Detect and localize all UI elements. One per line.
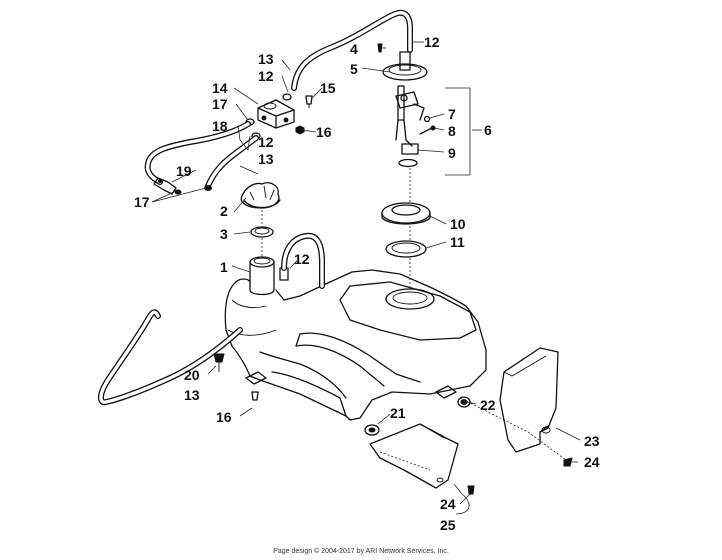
- callout-25: 25: [440, 517, 456, 533]
- pump-gasket[interactable]: [385, 240, 427, 258]
- leader-lines: [151, 41, 581, 515]
- callout-21: 21: [390, 405, 406, 421]
- nut-16-upper[interactable]: [295, 125, 305, 135]
- callout-8: 8: [448, 123, 456, 139]
- strainer-ring-9[interactable]: [398, 158, 418, 168]
- grommet-21[interactable]: [364, 424, 380, 436]
- callout-16-bottom: 16: [216, 409, 232, 425]
- callout-12-a: 12: [258, 68, 274, 84]
- callout-24-lower: 24: [440, 496, 456, 512]
- callout-13-mid: 13: [258, 151, 274, 167]
- callout-14: 14: [212, 80, 228, 96]
- grommet-22[interactable]: [457, 396, 471, 408]
- group-bracket-6: [445, 87, 471, 176]
- callout-24-right: 24: [584, 454, 600, 470]
- callout-12-top: 12: [424, 34, 440, 50]
- callout-9: 9: [448, 145, 456, 161]
- grommet-20[interactable]: [213, 353, 225, 372]
- inline-filter-19[interactable]: [153, 177, 177, 195]
- callout-17-bottom: 17: [134, 194, 150, 210]
- screw-24-right[interactable]: [563, 457, 573, 467]
- copyright-footer: Page design © 2004-2017 by ARI Network S…: [273, 548, 449, 555]
- callout-7: 7: [448, 106, 456, 122]
- bolt-16-lower[interactable]: [251, 391, 259, 401]
- vent-hose-top[interactable]: [291, 9, 413, 91]
- tank-vent-tube[interactable]: [281, 232, 325, 289]
- callout-16-top: 16: [316, 124, 332, 140]
- callout-19: 19: [176, 163, 192, 179]
- callout-13-top: 13: [258, 51, 274, 67]
- heat-shield-right[interactable]: [499, 347, 559, 453]
- callout-10: 10: [450, 216, 466, 232]
- callout-18: 18: [212, 118, 228, 134]
- callout-1: 1: [220, 259, 228, 275]
- callout-12-c: 12: [294, 251, 310, 267]
- hose-clamp-upper[interactable]: [282, 93, 292, 101]
- drain-hose-long[interactable]: [98, 309, 243, 406]
- callout-4: 4: [350, 41, 358, 57]
- cap-gasket[interactable]: [250, 226, 274, 238]
- pump-screw-8[interactable]: [419, 125, 436, 135]
- fuel-pump-body[interactable]: [395, 85, 425, 155]
- callout-23: 23: [584, 433, 600, 449]
- callout-12-b: 12: [258, 134, 274, 150]
- screw-15[interactable]: [305, 95, 313, 108]
- callout-17-top: 17: [212, 96, 228, 112]
- callout-13-low: 13: [184, 387, 200, 403]
- vent-valve[interactable]: [257, 99, 295, 129]
- clamp-17-a[interactable]: [174, 189, 182, 195]
- callout-5: 5: [350, 61, 358, 77]
- screw-24-lower[interactable]: [467, 485, 475, 495]
- callout-labels: 1 2 3 4 5 6 7 8 9 10 11 12 12 12 12 13 1…: [134, 34, 600, 533]
- callout-2: 2: [220, 203, 228, 219]
- heat-shield-lower[interactable]: [369, 423, 459, 489]
- callout-15: 15: [320, 80, 336, 96]
- callout-11: 11: [450, 234, 465, 250]
- fuel-pump-flange[interactable]: [382, 51, 428, 81]
- callout-22: 22: [480, 397, 496, 413]
- pump-screw-7[interactable]: [423, 115, 431, 123]
- fuel-tank[interactable]: [224, 256, 487, 421]
- lock-ring[interactable]: [381, 202, 431, 225]
- callout-20: 20: [184, 367, 200, 383]
- filler-cap[interactable]: [240, 182, 281, 209]
- callout-3: 3: [220, 226, 228, 242]
- vent-hose-18[interactable]: [144, 121, 251, 185]
- callout-6: 6: [484, 122, 492, 138]
